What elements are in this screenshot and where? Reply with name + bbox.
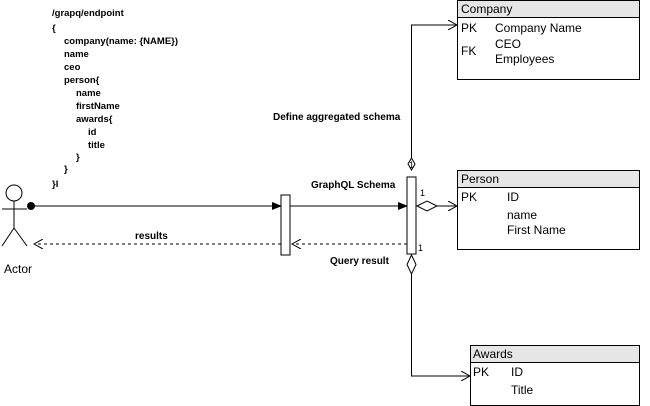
title-field: Title	[511, 383, 534, 397]
code-line: {	[52, 23, 56, 34]
awards-connector	[411, 274, 471, 376]
company-name-field: Company Name	[495, 21, 582, 35]
pk-label: PK	[473, 365, 489, 379]
awards-table[interactable]: Awards PK ID Title	[470, 345, 640, 406]
code-line: company(name: {NAME})	[64, 36, 178, 47]
person-table[interactable]: Person PK ID name First Name	[457, 170, 640, 250]
company-table-title: Company	[461, 2, 512, 16]
code-line: }I	[52, 179, 58, 190]
awards-table-title: Awards	[473, 347, 513, 361]
code-line: title	[88, 140, 105, 151]
results-label: results	[135, 231, 168, 242]
actor-head	[5, 184, 23, 202]
company-connector	[411, 25, 458, 158]
aggregation-diamond	[406, 253, 417, 276]
activation-bar-schema[interactable]	[406, 176, 417, 255]
person-table-title: Person	[461, 172, 499, 186]
code-line: awards{	[76, 114, 113, 125]
id-field: ID	[507, 190, 519, 204]
code-line: firstName	[76, 101, 120, 112]
pk-label: PK	[461, 21, 477, 35]
code-line: person{	[64, 75, 100, 86]
company-table-header	[457, 0, 640, 18]
code-line: name	[64, 49, 89, 60]
name-field: name	[507, 208, 537, 222]
query-result-label: Query result	[330, 256, 390, 267]
aggregation-diamond	[407, 157, 416, 171]
pk-label: PK	[461, 190, 477, 204]
code-line: name	[76, 88, 101, 99]
code-line: ceo	[64, 62, 81, 73]
ceo-field: CEO	[495, 37, 521, 51]
awards-table-header	[470, 345, 640, 363]
person-table-header	[457, 170, 640, 188]
code-line: id	[88, 127, 97, 138]
activation-bar-service[interactable]	[280, 194, 291, 256]
query-code-block: /grapq/endpoint { company(name: {NAME}) …	[52, 8, 178, 190]
define-schema-label: Define aggregated schema	[273, 112, 401, 123]
actor-label: Actor	[4, 262, 32, 276]
fk-label: FK	[461, 44, 476, 58]
multiplicity-company: 1	[409, 160, 414, 170]
multiplicity-person: 1	[420, 188, 425, 198]
actor-figure[interactable]	[1, 184, 28, 247]
code-line: /grapq/endpoint	[52, 8, 125, 19]
employees-field: Employees	[495, 52, 554, 66]
id-field: ID	[511, 365, 523, 379]
graphql-schema-label: GraphQL Schema	[311, 180, 396, 191]
code-line: }	[76, 152, 80, 163]
aggregation-diamond	[415, 200, 439, 212]
first-name-field: First Name	[507, 223, 566, 237]
code-line: }	[64, 164, 68, 175]
multiplicity-awards: 1	[418, 243, 423, 253]
company-table[interactable]: Company PK Company Name FK CEO Employees	[457, 0, 640, 80]
